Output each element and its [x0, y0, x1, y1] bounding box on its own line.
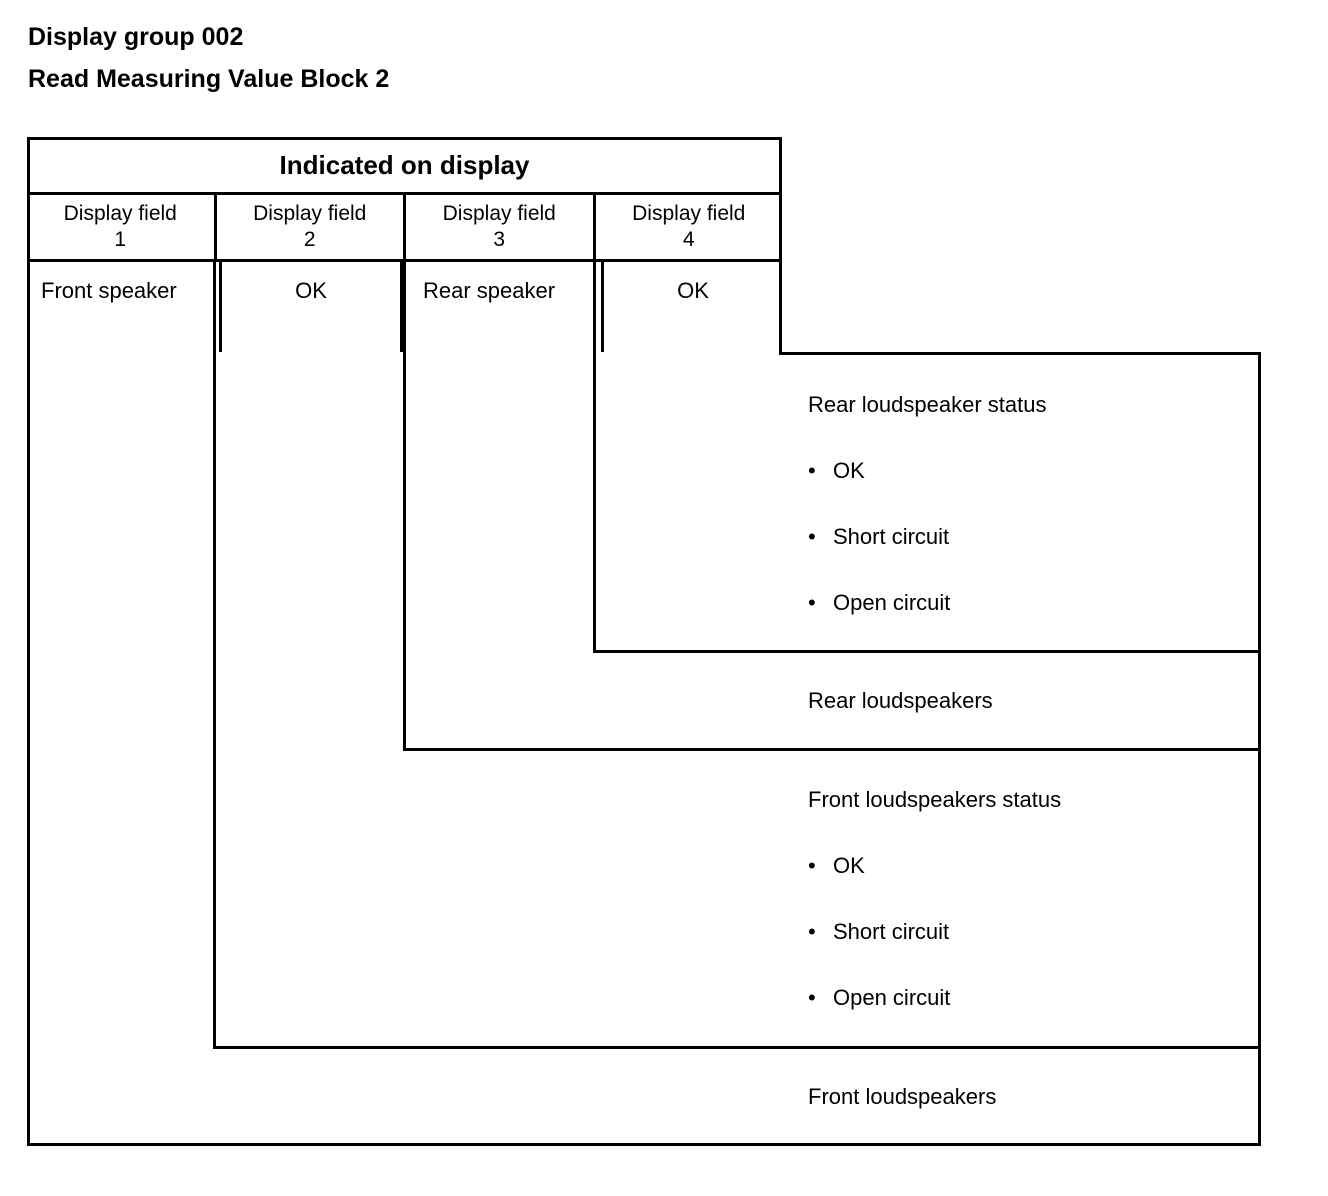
title-line-2: Read Measuring Value Block 2 [28, 65, 390, 93]
bullet-icon: • [808, 853, 816, 878]
bullet-icon: • [808, 524, 816, 549]
column-header-1-number: 1 [114, 228, 127, 251]
callout-3-item-3-label: Open circuit [833, 985, 951, 1010]
column-header-3: Display field 3 [406, 195, 596, 259]
callout-4-left-edge [27, 262, 30, 1146]
bullet-icon: • [808, 919, 816, 944]
callout-3-item-1: • OK [808, 853, 865, 879]
callout-3-item-3: • Open circuit [808, 985, 950, 1011]
callout-2-heading: Rear loudspeakers [808, 688, 993, 713]
callout-3-item-2-label: Short circuit [833, 919, 950, 944]
callout-3-item-2: • Short circuit [808, 919, 949, 945]
callout-2-right-edge [1258, 650, 1261, 751]
callout-3-right-edge [1258, 748, 1261, 1049]
bullet-icon: • [808, 458, 816, 483]
bullet-icon: • [808, 985, 816, 1010]
column-header-1: Display field 1 [27, 195, 217, 259]
table-banner: Indicated on display [27, 137, 782, 195]
table-data-row: Front speaker OK Rear speaker OK [27, 262, 782, 352]
page-title: Display group 002 Read Measuring Value B… [28, 16, 928, 100]
callout-1-item-2-label: Short circuit [833, 524, 950, 549]
column-header-2-number: 2 [303, 228, 316, 251]
table-banner-label: Indicated on display [279, 149, 530, 180]
callout-2-bottom-edge [403, 748, 1261, 751]
cell-display-field-1: Front speaker [27, 262, 222, 352]
column-header-1-label: Display field [63, 202, 177, 225]
table-header-row: Display field 1 Display field 2 Display … [27, 195, 782, 262]
callout-1-top-edge [779, 352, 1261, 355]
callout-3-heading: Front loudspeakers status [808, 787, 1062, 812]
cell-display-field-4: OK [677, 278, 709, 303]
callout-1-item-3: • Open circuit [808, 590, 950, 616]
callout-3-bottom-edge [213, 1046, 1261, 1049]
column-header-4-number: 4 [682, 228, 695, 251]
callout-1-item-1: • OK [808, 458, 865, 484]
bullet-icon: • [808, 590, 816, 615]
cell-display-field-2: OK [222, 262, 403, 352]
callout-4-heading: Front loudspeakers [808, 1084, 997, 1109]
callout-2-left-edge [403, 262, 406, 751]
cell-display-field-3: Rear speaker [403, 262, 604, 352]
table-right-edge-extension [779, 262, 782, 355]
column-header-3-number: 3 [493, 228, 506, 251]
column-header-3-label: Display field [442, 202, 556, 225]
column-header-4: Display field 4 [596, 195, 783, 259]
callout-4-right-edge [1258, 1046, 1261, 1146]
column-header-2-label: Display field [253, 202, 367, 225]
callout-1-right-edge [1258, 352, 1261, 653]
callout-1-bottom-edge [593, 650, 1261, 653]
callout-1-heading: Rear loudspeaker status [808, 392, 1047, 417]
callout-1-item-1-label: OK [833, 458, 865, 483]
column-header-4-label: Display field [632, 202, 746, 225]
callout-4-bottom-edge [27, 1143, 1261, 1146]
callout-3-left-edge [213, 262, 216, 1049]
callout-1-item-3-label: Open circuit [833, 590, 951, 615]
callout-1-item-2: • Short circuit [808, 524, 949, 550]
callout-1-left-edge [593, 262, 596, 653]
callout-3-item-1-label: OK [833, 853, 865, 878]
column-header-2: Display field 2 [217, 195, 406, 259]
title-line-1: Display group 002 [28, 23, 244, 51]
